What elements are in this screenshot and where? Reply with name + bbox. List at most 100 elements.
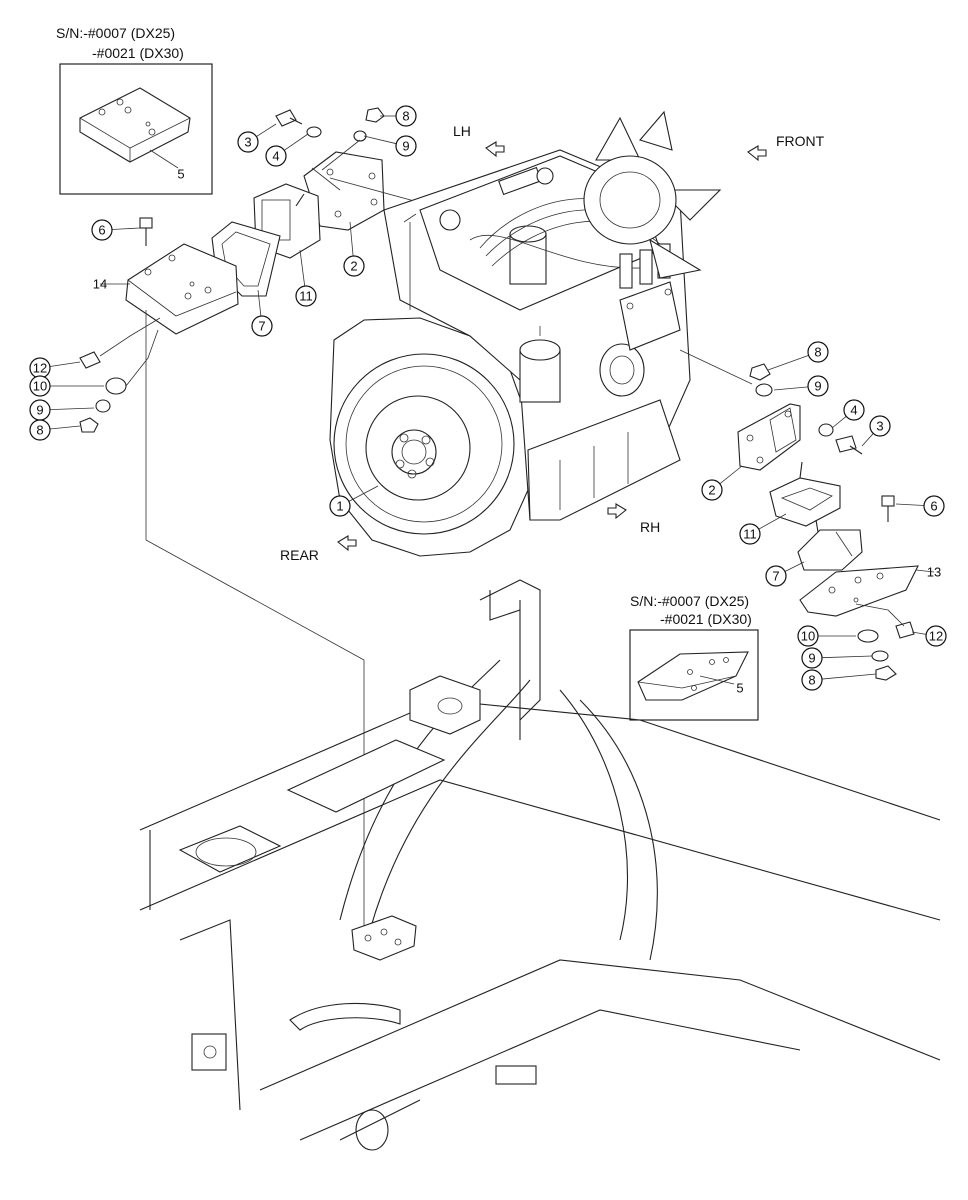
callout-label: 9 <box>808 651 815 666</box>
callout-leader <box>299 249 306 287</box>
callout-label: 13 <box>927 565 941 580</box>
callout-leader <box>256 123 277 137</box>
callout-circle <box>807 341 829 363</box>
callout-leader <box>821 655 873 659</box>
callout-circle <box>29 375 51 397</box>
callout-leader <box>348 485 379 502</box>
callout-right-3: 3 <box>861 415 891 447</box>
callout-right-1: 9 <box>773 375 829 397</box>
direction-front: FRONT <box>776 133 825 149</box>
chassis-frame <box>139 579 941 1151</box>
left-mount-parts <box>79 107 441 930</box>
callout-label: 11 <box>743 527 757 542</box>
callout-label: 12 <box>33 361 47 376</box>
callout-left-12: 8 <box>29 419 81 441</box>
callout-label: 10 <box>33 379 47 394</box>
callout-circle <box>801 647 823 669</box>
inset-right-sn-line1: S/N:-#0007 (DX25) <box>630 593 749 609</box>
callout-right-8: 13 <box>915 565 941 580</box>
callout-circle <box>29 419 51 441</box>
callout-label: 4 <box>272 149 279 164</box>
callout-leader <box>111 227 141 230</box>
callout-left-1: 4 <box>265 133 309 167</box>
arrow-lh-icon <box>485 141 505 158</box>
callout-right-6: 11 <box>739 513 787 545</box>
callout-right-5: 6 <box>895 495 945 517</box>
callout-circle <box>237 131 259 153</box>
callout-left-0: 3 <box>237 123 277 153</box>
callout-left-8: 14 <box>93 277 130 292</box>
callout-circle <box>265 145 287 167</box>
inset-right-part-number: 5 <box>736 681 743 696</box>
callout-left-6: 7 <box>251 289 273 337</box>
callout-label: 4 <box>850 403 857 418</box>
callout-circle <box>395 135 417 157</box>
inset-left-sn-line2: -#0021 (DX30) <box>92 45 184 61</box>
mount-bracket-5-left <box>79 87 191 169</box>
callout-label: 9 <box>402 139 409 154</box>
callout-label: 11 <box>299 289 313 304</box>
direction-lh: LH <box>453 123 471 139</box>
arrow-rh-icon <box>607 503 627 520</box>
callout-leader <box>49 407 95 411</box>
callout-left-5: 11 <box>295 249 317 307</box>
inset-left-part-number: 5 <box>177 167 184 182</box>
callout-circle <box>251 315 273 337</box>
callout-label: 2 <box>350 259 357 274</box>
callout-leader <box>719 465 743 485</box>
right-mount-parts <box>679 349 919 681</box>
callout-circle <box>343 255 365 277</box>
inset-left: S/N:-#0007 (DX25) -#0021 (DX30) 5 <box>56 25 213 195</box>
direction-labels: LH FRONT RH REAR <box>280 123 825 563</box>
callout-label: 7 <box>258 319 265 334</box>
callout-right-9: 10 <box>797 625 856 647</box>
callout-right-7: 7 <box>765 561 805 587</box>
callout-left-3: 9 <box>363 135 417 157</box>
callout-label: 9 <box>36 403 43 418</box>
callout-label: 8 <box>814 345 821 360</box>
callout-leader <box>284 133 309 151</box>
callout-label: 12 <box>929 629 943 644</box>
callout-left-9: 12 <box>29 357 81 379</box>
callout-right-12: 8 <box>801 669 877 691</box>
callout-leader <box>911 631 927 635</box>
callout-label: 2 <box>708 483 715 498</box>
callout-label: 14 <box>93 277 107 292</box>
engine-assembly <box>329 110 722 557</box>
inset-left-sn-line1: S/N:-#0007 (DX25) <box>56 25 175 41</box>
callout-leader <box>257 289 262 317</box>
callout-right-0: 8 <box>767 341 829 371</box>
callout-circle <box>295 285 317 307</box>
callout-left-7: 6 <box>91 219 141 241</box>
callout-leader <box>895 503 925 506</box>
callout-right-4: 2 <box>701 465 743 501</box>
callout-leader <box>773 386 809 391</box>
callout-circle <box>869 415 891 437</box>
callout-label: 8 <box>36 423 43 438</box>
callout-label: 3 <box>244 135 251 150</box>
callout-label: 6 <box>930 499 937 514</box>
callout-leader <box>915 569 935 573</box>
callout-circle <box>765 565 787 587</box>
callout-circle <box>923 495 945 517</box>
arrow-front-icon <box>747 145 767 162</box>
callout-label: 8 <box>808 673 815 688</box>
callout-circle <box>701 479 723 501</box>
callout-leader <box>49 361 81 367</box>
callout-label: 7 <box>772 569 779 584</box>
callout-circle <box>925 625 947 647</box>
callout-circle <box>797 625 819 647</box>
inset-right-frame <box>629 629 759 721</box>
callout-leader <box>758 513 787 530</box>
callout-circle <box>91 219 113 241</box>
callout-label: 9 <box>814 379 821 394</box>
callout-leader <box>784 561 805 572</box>
callout-circle <box>395 105 417 127</box>
callout-circle <box>739 523 761 545</box>
callout-engine-0: 1 <box>329 485 379 517</box>
callout-label: 1 <box>336 499 343 514</box>
callout-leader <box>349 221 354 257</box>
callout-left-2: 8 <box>380 105 417 127</box>
direction-rear: REAR <box>280 547 319 563</box>
